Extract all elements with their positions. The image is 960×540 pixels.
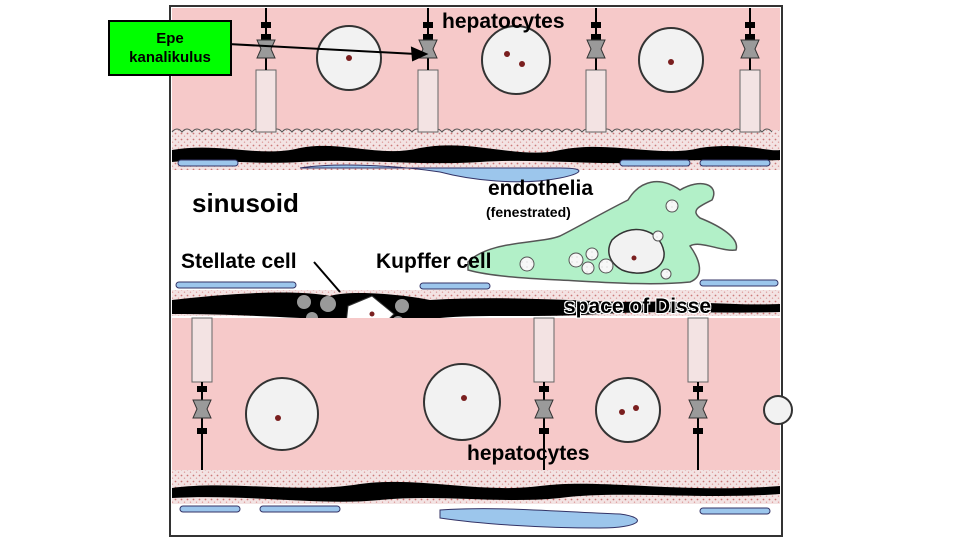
upper-stellate-processes	[172, 145, 780, 164]
label-kupffer-cell: Kupffer cell	[376, 250, 492, 273]
label-hepatocytes-top: hepatocytes	[442, 10, 565, 33]
bottom-hepatocyte-band	[172, 317, 793, 504]
label-endothelia: endothelia	[488, 177, 594, 200]
upper-endothelium	[177, 159, 771, 183]
label-stellate-cell: Stellate cell	[181, 250, 297, 273]
kupffer-cell	[467, 181, 738, 285]
label-space-of-disse: space of Disse	[564, 295, 712, 318]
lower-stellate-processes	[172, 481, 780, 502]
epe-label-line1: Epe	[156, 30, 184, 47]
epe-arrow	[227, 43, 429, 62]
label-fenestrated: (fenestrated)	[486, 204, 571, 220]
bottom-endothelium	[179, 505, 771, 529]
label-hepatocytes-bottom: hepatocytes	[467, 442, 590, 465]
label-sinusoid: sinusoid	[192, 188, 299, 218]
epe-label-line2: kanalikulus	[129, 49, 211, 66]
bile-canaliculus-label-box: Epe kanalikulus	[108, 20, 232, 76]
